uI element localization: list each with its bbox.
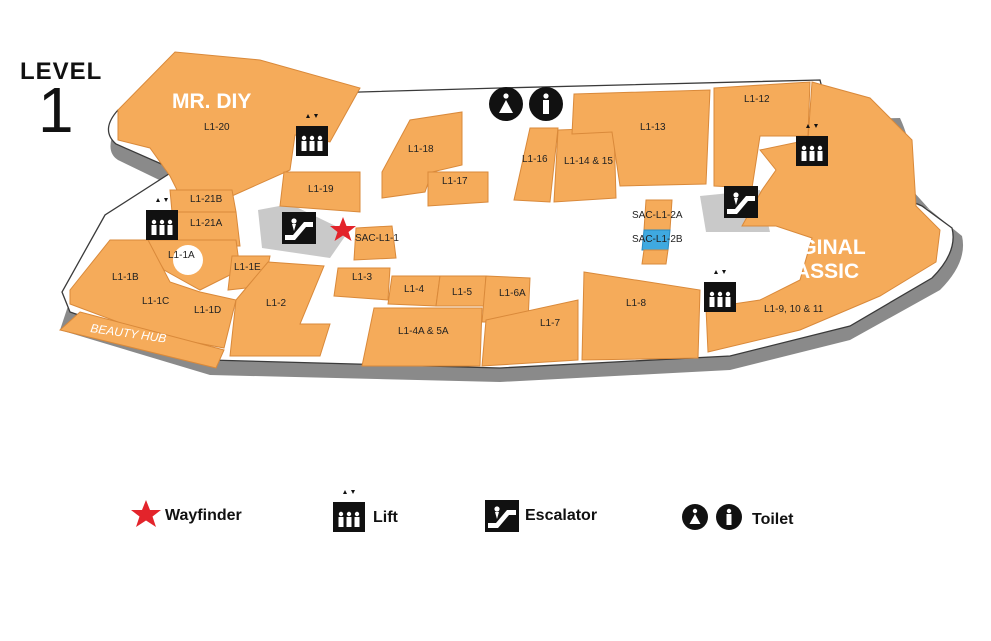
- unit-labels: L1-20 L1-21B L1-21A L1-19 L1-18 L1-17 L1…: [112, 94, 824, 337]
- unit-l1-17[interactable]: [427, 171, 489, 207]
- unit-label: L1-1D: [194, 305, 221, 316]
- unit-mr-diy[interactable]: [117, 51, 361, 197]
- unit-l1-2[interactable]: [229, 261, 331, 357]
- legend-escalator-icon: [485, 500, 519, 532]
- unit-label: L1-13: [640, 122, 666, 133]
- unit-sac-l1-1[interactable]: [353, 225, 397, 261]
- level-word: LEVEL: [20, 58, 103, 85]
- unit-label: L1-4: [404, 284, 424, 295]
- unit-l1-12[interactable]: [713, 81, 811, 189]
- unit-label: L1-1C: [142, 296, 169, 307]
- unit-label: L1-5: [452, 287, 472, 298]
- toilet-female-icon[interactable]: [489, 87, 523, 121]
- unit-label: L1-18: [408, 144, 434, 155]
- unit-label: L1-12: [744, 94, 770, 105]
- unit-l1-7[interactable]: [481, 299, 579, 367]
- unit-label: L1-21B: [190, 194, 223, 205]
- unit-l1-16[interactable]: [513, 127, 559, 203]
- escalator-icon[interactable]: [282, 212, 316, 244]
- atrium-void: [173, 245, 203, 275]
- unit-label: L1-4A & 5A: [398, 326, 449, 337]
- unit-label: L1-2: [266, 298, 286, 309]
- legend-toilet-label: Toilet: [752, 511, 794, 528]
- units: [58, 51, 941, 369]
- unit-l1-4a-5a[interactable]: [361, 307, 483, 367]
- unit-l1-19[interactable]: [279, 171, 361, 213]
- unit-l1-3[interactable]: [333, 267, 391, 301]
- unit-l1-13[interactable]: [571, 89, 711, 187]
- unit-label: L1-17: [442, 176, 468, 187]
- legend-lift-label: Lift: [373, 509, 398, 526]
- unit-sac-l1-2b-lower[interactable]: [641, 249, 669, 265]
- unit-label: L1-16: [522, 154, 548, 165]
- legend-wayfinder-label: Wayfinder: [165, 507, 242, 524]
- escalator-icon[interactable]: [724, 186, 758, 218]
- unit-label: SAC-L1-2A: [632, 210, 683, 221]
- unit-label: L1-21A: [190, 218, 223, 229]
- anchor-classic: CLASSIC: [767, 260, 859, 283]
- unit-label: SAC-L1-1: [355, 233, 399, 244]
- wayfinder-star-icon: [330, 217, 356, 241]
- unit-label: L1-8: [626, 298, 646, 309]
- unit-l1-1b-1c-1d[interactable]: [69, 239, 237, 349]
- toilet-male-icon[interactable]: [529, 87, 563, 121]
- unit-l1-18[interactable]: [381, 111, 463, 199]
- level-number: 1: [38, 74, 74, 146]
- unit-label: L1-7: [540, 318, 560, 329]
- unit-label: L1-1E: [234, 262, 261, 273]
- unit-label: L1-9, 10 & 11: [764, 304, 824, 315]
- legend-toilet-male-icon: [716, 504, 742, 530]
- unit-label: L1-3: [352, 272, 372, 283]
- unit-label: SAC-L1-2B: [632, 234, 683, 245]
- legend-lift-icon: [333, 490, 365, 532]
- legend-wayfinder-star-icon: [131, 500, 161, 527]
- anchor-original: ORIGINAL: [763, 236, 866, 259]
- unit-l1-8[interactable]: [581, 271, 701, 361]
- unit-label: L1-19: [308, 184, 334, 195]
- unit-label: L1-1B: [112, 272, 139, 283]
- anchor-mr-diy: MR. DIY: [172, 90, 251, 113]
- unit-label: L1-1A: [168, 250, 195, 261]
- unit-label: L1-20: [204, 122, 230, 133]
- beauty-hub-strip[interactable]: [58, 311, 225, 369]
- legend-toilet-female-icon: [682, 504, 708, 530]
- unit-label: L1-6A: [499, 288, 526, 299]
- legend-escalator-label: Escalator: [525, 507, 598, 524]
- unit-label: L1-14 & 15: [564, 156, 613, 167]
